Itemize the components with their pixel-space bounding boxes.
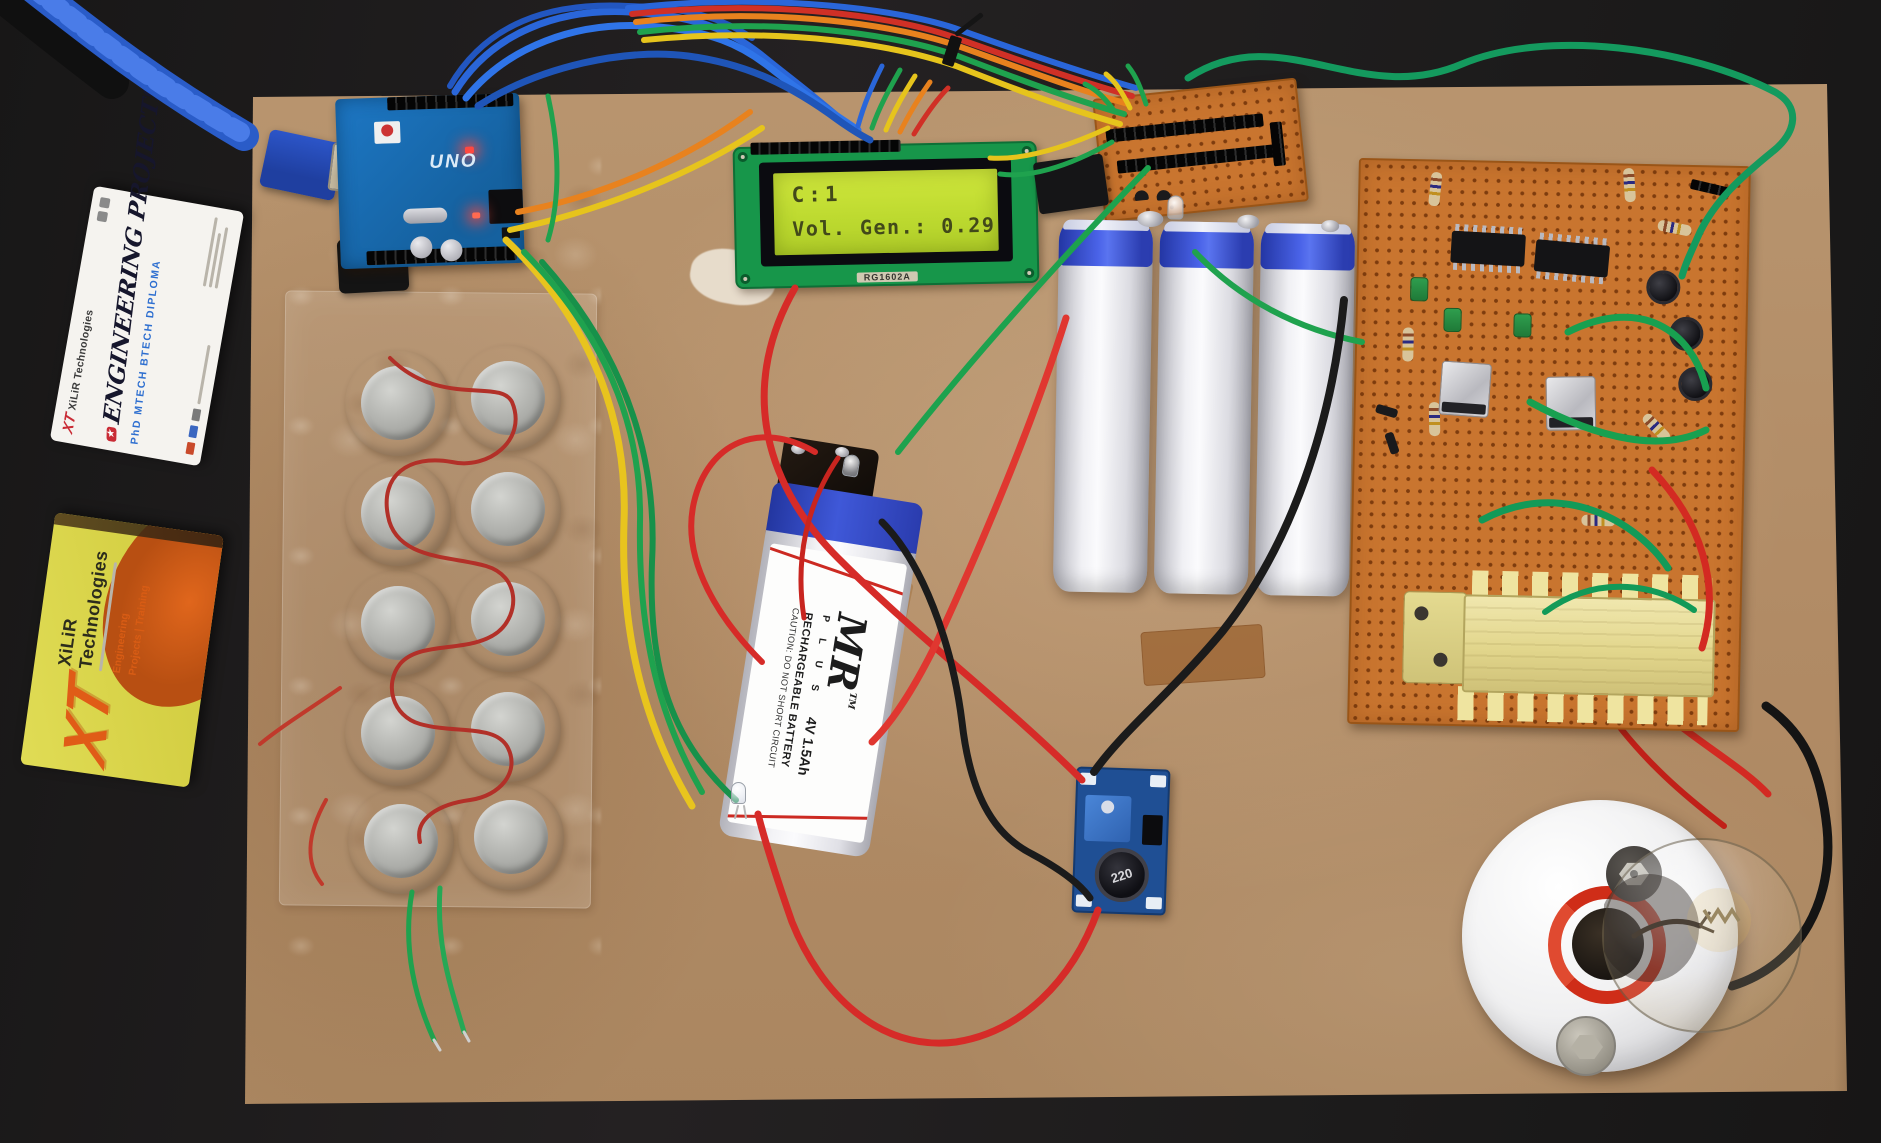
resistor <box>1402 327 1414 362</box>
audio-jack-module <box>1032 153 1110 215</box>
piezo-disc <box>458 784 564 890</box>
lcd-pin-header <box>750 139 901 155</box>
relay-module <box>1438 360 1493 418</box>
piezo-disc <box>345 680 451 786</box>
masking-tape <box>1140 623 1266 687</box>
lcd-screen: C:1 Vol. Gen.: 0.29 <box>773 168 999 256</box>
cell-blue-cap <box>1058 219 1154 268</box>
boost-converter-module: 220 <box>1071 766 1171 916</box>
business-card-white: XT XiLiR Technologies ★ENGINEERING PROJE… <box>49 79 245 467</box>
xilir-logo-icon: XT <box>51 668 123 774</box>
solder-blob <box>1137 210 1164 228</box>
resistor <box>1622 167 1637 203</box>
arduino-uno-board: UNO <box>335 92 525 270</box>
badge-icon: ★ <box>106 426 117 443</box>
piezo-disc <box>345 460 451 566</box>
resistor <box>1656 219 1693 237</box>
lcd-16x2-module: C:1 Vol. Gen.: 0.29 RG1602A <box>732 139 1040 290</box>
status-led <box>472 212 481 219</box>
card-corner-icons <box>96 196 111 223</box>
indicator-led <box>1167 195 1184 220</box>
battery-rating: 4V 1.5Ah <box>795 716 821 777</box>
trimpot-screw <box>1100 800 1115 814</box>
small-perfboard <box>1092 77 1309 223</box>
bracket-screw <box>1414 606 1429 621</box>
film-capacitor <box>1513 313 1532 338</box>
electrolytic-capacitor <box>1677 366 1713 402</box>
wire-blue <box>625 0 1139 91</box>
cell-blue-cap <box>1159 221 1255 269</box>
power-circuit-perfboard <box>1347 157 1751 733</box>
resistor <box>1640 411 1673 444</box>
trimpot <box>1083 794 1132 843</box>
film-capacitor <box>1409 277 1429 302</box>
card-brand: XiLiR Technologies <box>65 308 96 412</box>
female-header <box>1116 144 1276 174</box>
wire-blue <box>447 2 755 89</box>
lcd-line1: C:1 <box>791 181 842 207</box>
wire-red <box>629 5 1135 99</box>
film-capacitor <box>1443 307 1462 333</box>
arduino-model-label: UNO <box>428 150 478 174</box>
ic-chip <box>1141 814 1163 846</box>
xilir-logo-icon: XT <box>59 410 80 437</box>
business-card-yellow: XT XiLiR Technologies Engineering Projec… <box>20 512 224 788</box>
piezo-disc <box>455 456 561 562</box>
transformer-bracket <box>1401 590 1468 685</box>
transistor <box>1133 189 1149 202</box>
storage-cell-pack <box>1052 195 1356 597</box>
female-header <box>1105 113 1264 143</box>
icsp-header <box>501 226 521 239</box>
inductor: 220 <box>1093 847 1150 903</box>
ic-chip <box>1533 239 1611 278</box>
storage-cell <box>1254 222 1356 597</box>
lcd-bezel: C:1 Vol. Gen.: 0.29 <box>758 157 1013 267</box>
storage-cell <box>1153 221 1255 595</box>
pin-header <box>387 93 514 111</box>
diode <box>1384 431 1400 456</box>
piezo-disc <box>348 788 454 894</box>
resistor <box>1428 171 1443 207</box>
pin-header <box>1689 178 1732 198</box>
piezo-disc <box>345 350 451 456</box>
lcd-pcb-label: RG1602A <box>856 271 918 283</box>
transformer-core <box>1461 594 1716 698</box>
card-contact-block <box>200 217 233 290</box>
cable-tie-tail <box>954 12 984 37</box>
solder-blob <box>1321 220 1340 233</box>
resistor <box>1581 514 1616 527</box>
bulb-filament <box>1599 874 1751 982</box>
lcd-line2: Vol. Gen.: 0.29 <box>792 212 996 241</box>
bracket-screw <box>1433 652 1448 667</box>
indicator-led <box>731 782 746 804</box>
cell-blue-cap <box>1260 222 1356 271</box>
ic-chip <box>1450 230 1526 267</box>
relay-module <box>1545 376 1597 431</box>
electrolytic-capacitor <box>1669 316 1704 352</box>
cable-tie <box>941 34 963 68</box>
electrolytic-capacitor <box>1645 270 1681 305</box>
card-footer-logos <box>185 344 212 456</box>
card-brand: XiLiR Technologies <box>54 549 112 671</box>
solder-blob <box>1237 214 1260 229</box>
storage-cell <box>1052 219 1154 594</box>
crystal-oscillator <box>402 207 448 224</box>
holder-screw-bottom <box>1556 1016 1616 1076</box>
usb-cable-dark-end <box>0 0 129 99</box>
mcu-chip <box>488 188 524 224</box>
piezo-disc <box>455 676 561 782</box>
hex-bolt <box>1571 1034 1603 1060</box>
indicator-led <box>841 453 861 478</box>
diode <box>1374 403 1399 419</box>
piezo-disc <box>455 345 561 451</box>
inductor-marking: 220 <box>1109 864 1135 886</box>
incandescent-bulb-glass <box>1599 838 1802 1033</box>
piezo-disc <box>455 566 561 672</box>
pin-header <box>1269 121 1287 167</box>
piezo-disc <box>345 570 451 676</box>
